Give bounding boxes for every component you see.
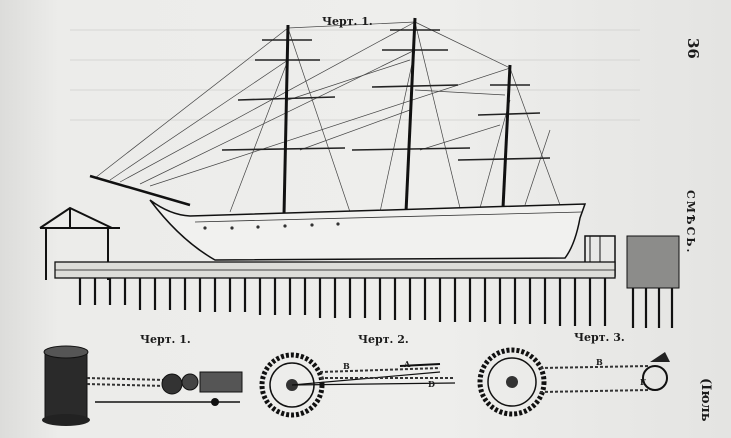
fig3-letter-b: B xyxy=(596,357,603,367)
month-label: (Іюль xyxy=(698,378,713,422)
fig2-letter-d: D xyxy=(428,379,435,389)
capstan-drawing xyxy=(42,345,243,426)
figure-1-caption: Черт. 1. xyxy=(140,333,191,346)
main-figure-caption: Черт. 1. xyxy=(322,15,373,28)
fig2-letter-b: B xyxy=(343,361,350,371)
figure-3-caption: Черт. 3. xyxy=(574,331,625,344)
gear-drawing-3 xyxy=(477,347,670,417)
fig2-letter-a: A xyxy=(404,359,411,369)
fig3-letter-f: F xyxy=(640,377,646,387)
figure-2-caption: Черт. 2. xyxy=(358,333,409,346)
page-number: 36 xyxy=(684,38,702,59)
running-head: СМѢСЬ. xyxy=(684,190,697,255)
gear-drawing-2 xyxy=(259,352,456,418)
